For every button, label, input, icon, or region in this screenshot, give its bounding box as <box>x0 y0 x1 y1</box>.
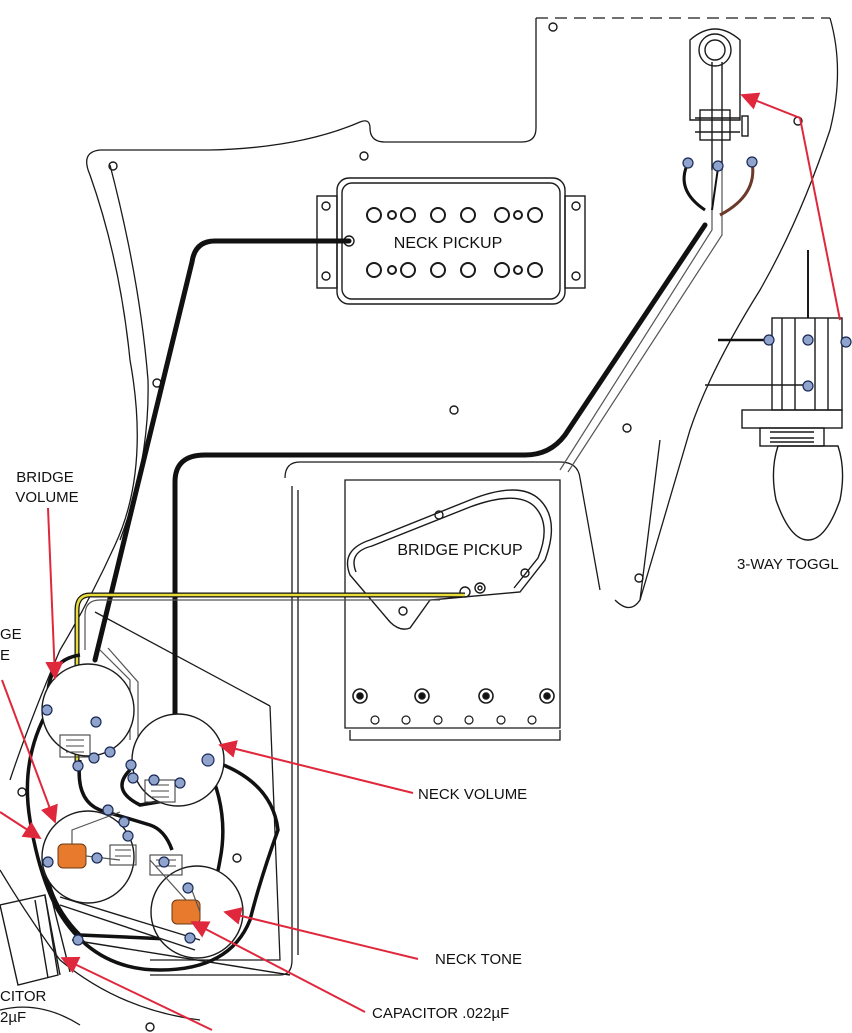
neck-volume-label: NECK VOLUME <box>418 786 527 803</box>
neck-pickup-label: NECK PICKUP <box>394 235 502 252</box>
wires-black <box>92 222 708 728</box>
bridge-tone-arrow <box>1 679 58 824</box>
potentiometers <box>41 663 244 959</box>
toggle-arrow <box>740 92 841 321</box>
bridge-pickup-label: BRIDGE PICKUP <box>397 542 522 559</box>
toggle-switch-top <box>689 28 749 170</box>
capacitor-leads <box>71 811 201 913</box>
bridge-saddles <box>352 688 555 725</box>
toggle-switch-side <box>705 250 844 541</box>
extra-arrow <box>0 811 42 839</box>
pole-pieces <box>366 207 543 278</box>
bridge-volume-label-2: VOLUME <box>15 489 78 506</box>
bridge-tone-label-2: E <box>0 647 10 664</box>
bridge-tone-capacitor <box>57 843 87 869</box>
terminals <box>41 156 852 946</box>
bridge-volume-arrow <box>45 507 64 680</box>
capacitor-left-arrow <box>60 956 213 1031</box>
bridge-tone-pot <box>41 810 135 904</box>
bridge-pickup <box>346 489 553 630</box>
capacitor-right-label: CAPACITOR .022µF <box>372 1005 509 1022</box>
neck-tone-capacitor <box>171 899 201 925</box>
capacitor-left-label-1: CITOR <box>0 988 47 1005</box>
bridge-volume-label-1: BRIDGE <box>16 469 74 486</box>
neck-volume-arrow <box>218 740 414 794</box>
neck-tone-label: NECK TONE <box>435 951 522 968</box>
callout-arrows <box>0 92 841 1031</box>
bridge-tone-label-1: GE <box>0 626 22 643</box>
output-jack <box>0 894 291 986</box>
neck-tone-arrow <box>223 907 419 960</box>
capacitor-left-label-2: 2µF <box>0 1009 26 1026</box>
wires-yellow <box>74 592 465 765</box>
capacitor-right-arrow <box>190 921 366 1013</box>
toggle-label: 3-WAY TOGGL <box>737 556 839 573</box>
